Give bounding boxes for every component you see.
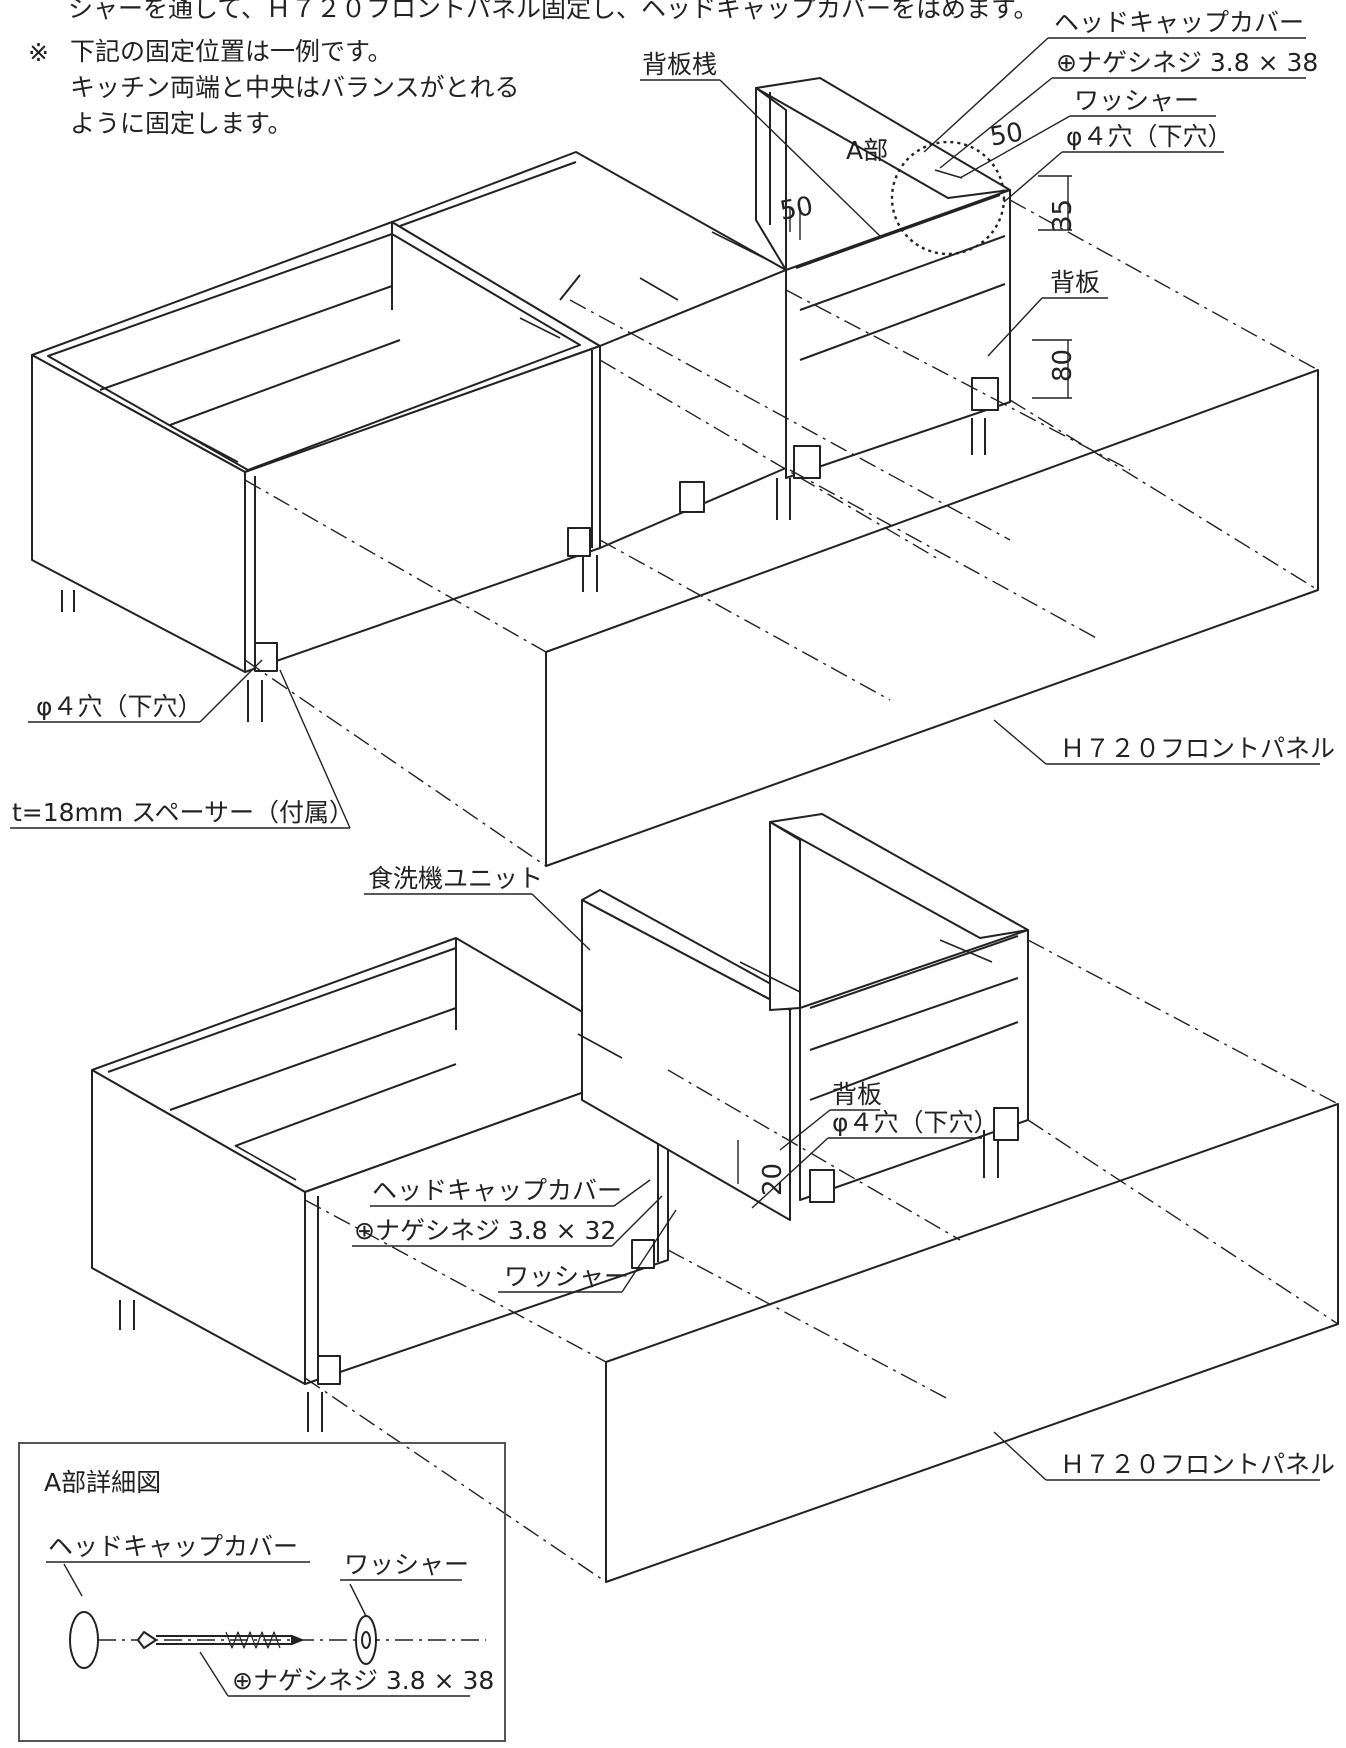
lower-screw-label: ⊕ナゲシネジ 3.8 × 32 (354, 1216, 617, 1245)
lower-cabinet-right (769, 813, 1029, 1203)
leader-lines (10, 37, 1320, 1481)
note-line-3: ように固定します。 (70, 109, 293, 138)
lower-head-cap-cover-label: ヘッドキャップカバー (372, 1176, 623, 1205)
lower-screws (235, 939, 993, 1181)
spacer-label: t=18mm スペーサー（付属） (12, 798, 354, 827)
upper-alignment-lines (244, 199, 1319, 867)
detail-screw-label: ⊕ナゲシネジ 3.8 × 38 (232, 1666, 495, 1695)
upper-cabinet-middle (391, 151, 791, 549)
part-a-callout-circle (890, 140, 1006, 256)
lower-back-panel-label: 背板 (832, 1080, 883, 1109)
dishwasher-label: 食洗機ユニット (368, 864, 544, 893)
lower-front-panel-label: Ｈ７２０フロントパネル (1060, 1450, 1336, 1479)
lower-alignment-lines (304, 939, 1339, 1583)
upper-front-panel-label: Ｈ７２０フロントパネル (1060, 734, 1336, 763)
dim-35: 35 (1048, 198, 1078, 232)
back-rail-label: 背板桟 (642, 50, 718, 79)
dim-20: 20 (758, 1162, 788, 1196)
dim-50-mid: 50 (777, 191, 816, 227)
dimension-lines (737, 175, 1072, 1184)
detail-head-cap-cover-label: ヘッドキャップカバー (48, 1532, 299, 1561)
dim-80: 80 (1048, 348, 1078, 382)
lower-hole-label: φ４穴（下穴） (832, 1108, 999, 1137)
note-mark: ※ (28, 38, 49, 67)
upper-hole-top-label: φ４穴（下穴） (1066, 122, 1233, 151)
upper-cabinet-right (755, 77, 1011, 479)
upper-back-panel-label: 背板 (1050, 268, 1101, 297)
upper-screws (177, 169, 963, 463)
note-line-1: 下記の固定位置は一例です。 (70, 37, 393, 66)
upper-head-cap-cover-label: ヘッドキャップカバー (1054, 8, 1305, 37)
detail-washer-label: ワッシャー (344, 1550, 470, 1579)
lower-washer-label: ワッシャー (504, 1262, 630, 1291)
detail-drawings (46, 1561, 486, 1697)
part-a-label: A部 (846, 136, 889, 165)
lower-cabinet-left (91, 937, 669, 1432)
upper-cabinet-left (31, 221, 601, 722)
detail-title: A部詳細図 (44, 1468, 162, 1497)
upper-front-panel (545, 369, 1319, 867)
detail-box (18, 1442, 506, 1742)
header-instruction: シャーを通して、Ｈ７２０フロントパネル固定し、ヘッドキャップカバーをはめます。 (68, 0, 1039, 23)
upper-screw-label: ⊕ナゲシネジ 3.8 × 38 (1056, 48, 1319, 77)
dim-50-top: 50 (987, 117, 1026, 153)
upper-hole-bottom-label: φ４穴（下穴） (36, 692, 203, 721)
upper-washer-label: ワッシャー (1074, 86, 1200, 115)
note-line-2: キッチン両端と中央はバランスがとれる (70, 73, 520, 102)
